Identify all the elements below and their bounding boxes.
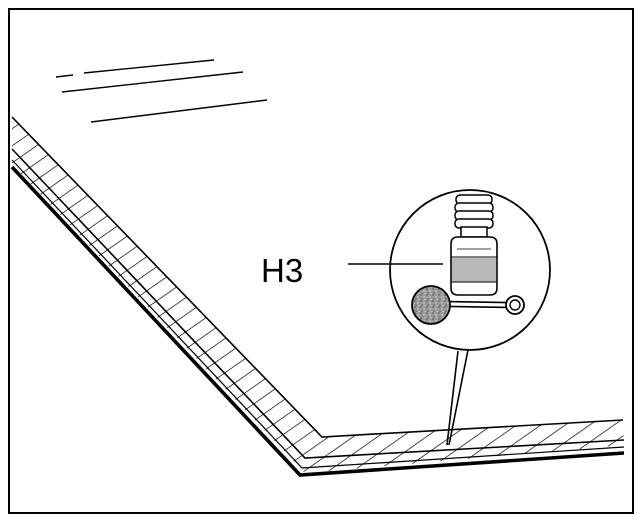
- callout-label-h3: H3: [261, 252, 304, 289]
- glass-edge-band: [10, 116, 625, 477]
- frame-border: [8, 8, 634, 514]
- glass-reflection-lines: [55, 59, 268, 123]
- hatched-edge-band: [12, 117, 624, 473]
- callout-pointer: [446, 349, 469, 446]
- dauber-applicator-icon: [411, 285, 525, 325]
- primer-bottle-icon: [450, 194, 498, 296]
